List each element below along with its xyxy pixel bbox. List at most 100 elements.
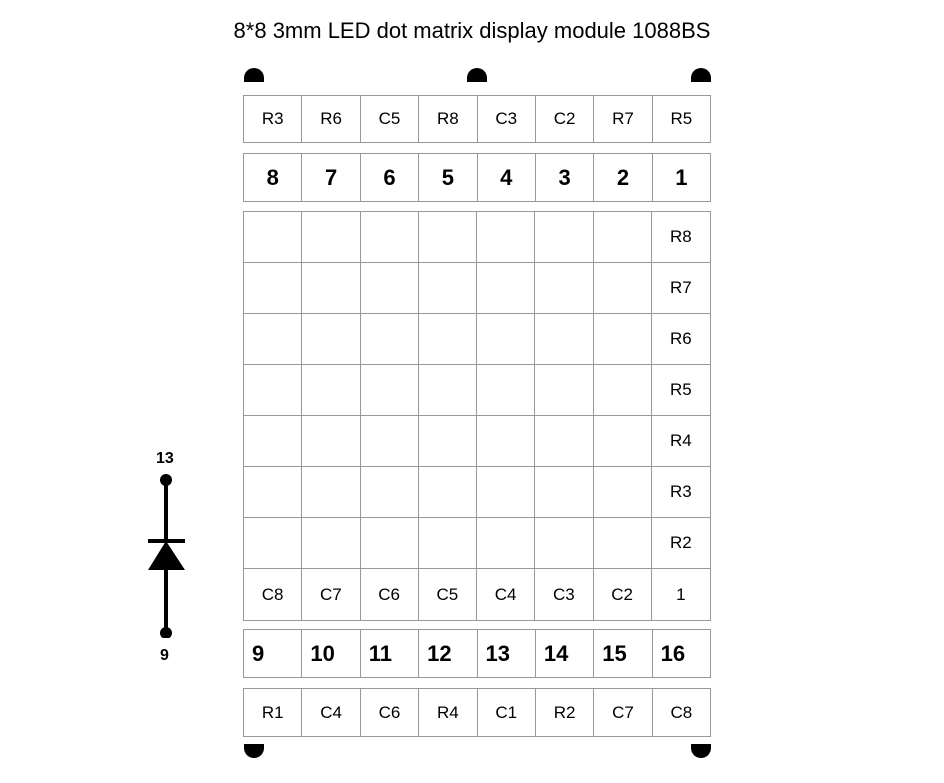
matrix-cell bbox=[418, 365, 477, 416]
top-function-cell: R7 bbox=[594, 96, 653, 142]
matrix-cell bbox=[535, 263, 594, 314]
diagram-title: 8*8 3mm LED dot matrix display module 10… bbox=[233, 18, 711, 43]
row-label: R3 bbox=[651, 467, 710, 518]
matrix-cell bbox=[360, 416, 419, 467]
row-label: R4 bbox=[651, 416, 710, 467]
top-pin-row: 8 7 6 5 4 3 2 1 bbox=[243, 153, 711, 202]
matrix-cell bbox=[477, 314, 536, 365]
column-label: C3 bbox=[535, 569, 594, 620]
matrix-cell bbox=[302, 467, 361, 518]
bottom-function-cell: C7 bbox=[594, 689, 653, 736]
bottom-function-row: R1 C4 C6 R4 C1 R2 C7 C8 bbox=[243, 688, 711, 737]
mounting-tab-top-right bbox=[691, 68, 711, 82]
matrix-cell bbox=[244, 467, 303, 518]
column-label: C2 bbox=[594, 569, 652, 620]
matrix-cell bbox=[418, 212, 477, 263]
top-function-cell: C2 bbox=[536, 96, 595, 142]
led-matrix-grid: R8 R7 R6 R5 R4 R3 R2 C8 C7 C6 C5 C4 C3 C… bbox=[243, 211, 711, 621]
top-function-cell: R3 bbox=[244, 96, 303, 142]
matrix-cell bbox=[477, 467, 536, 518]
column-label: C4 bbox=[477, 569, 536, 620]
matrix-cell bbox=[244, 365, 303, 416]
matrix-cell bbox=[593, 467, 652, 518]
top-function-cell: C5 bbox=[361, 96, 420, 142]
matrix-cell bbox=[418, 314, 477, 365]
bottom-pin-cell: 13 bbox=[478, 630, 536, 677]
top-pin-cell: 6 bbox=[361, 154, 420, 201]
matrix-cell bbox=[360, 212, 419, 263]
bottom-pin-cell: 14 bbox=[536, 630, 595, 677]
row-label: R2 bbox=[651, 518, 710, 569]
top-pin-cell: 5 bbox=[419, 154, 478, 201]
matrix-cell bbox=[535, 467, 594, 518]
mounting-tab-bottom-left bbox=[244, 744, 264, 758]
matrix-cell bbox=[360, 263, 419, 314]
top-pin-cell: 8 bbox=[244, 154, 303, 201]
diode-bottom-pin-label: 9 bbox=[160, 647, 169, 664]
matrix-cell bbox=[593, 416, 652, 467]
top-function-row: R3 R6 C5 R8 C3 C2 R7 R5 bbox=[243, 95, 711, 143]
matrix-cell bbox=[302, 416, 361, 467]
top-function-cell: R5 bbox=[670, 109, 693, 128]
top-function-cell: C3 bbox=[478, 96, 536, 142]
matrix-cell bbox=[477, 518, 536, 569]
matrix-cell bbox=[535, 365, 594, 416]
matrix-cell bbox=[477, 365, 536, 416]
bottom-pin-cell: 16 bbox=[660, 640, 686, 666]
matrix-cell bbox=[477, 416, 536, 467]
matrix-cell bbox=[302, 212, 361, 263]
top-pin-cell: 2 bbox=[594, 154, 653, 201]
matrix-cell bbox=[302, 518, 361, 569]
matrix-cell bbox=[244, 518, 303, 569]
top-function-cell: R6 bbox=[302, 96, 361, 142]
mounting-tab-top-left bbox=[244, 68, 264, 82]
matrix-cell bbox=[593, 263, 652, 314]
matrix-cell bbox=[302, 263, 361, 314]
row-label: R7 bbox=[651, 263, 710, 314]
bottom-function-cell: R4 bbox=[419, 689, 478, 736]
matrix-cell bbox=[302, 365, 361, 416]
bottom-function-cell: R1 bbox=[244, 689, 303, 736]
matrix-cell bbox=[535, 416, 594, 467]
top-pin-cell: 4 bbox=[478, 154, 536, 201]
matrix-cell bbox=[593, 212, 652, 263]
bottom-function-cell: C8 bbox=[670, 702, 693, 722]
mounting-tab-top-center bbox=[467, 68, 487, 82]
matrix-cell bbox=[360, 467, 419, 518]
matrix-cell bbox=[418, 467, 477, 518]
led-diode-icon bbox=[148, 474, 185, 638]
matrix-cell bbox=[360, 518, 419, 569]
matrix-cell bbox=[418, 416, 477, 467]
matrix-cell bbox=[593, 365, 652, 416]
top-function-cell: R8 bbox=[419, 96, 478, 142]
bottom-pin-cell: 15 bbox=[594, 630, 653, 677]
bottom-function-cell: C6 bbox=[361, 689, 420, 736]
matrix-cell bbox=[535, 518, 594, 569]
row-label: R5 bbox=[651, 365, 710, 416]
matrix-cell bbox=[418, 518, 477, 569]
bottom-pin-cell: 12 bbox=[419, 630, 478, 677]
column-label: 1 bbox=[676, 584, 686, 604]
matrix-cell bbox=[477, 263, 536, 314]
matrix-cell bbox=[535, 212, 594, 263]
matrix-cell bbox=[302, 314, 361, 365]
matrix-cell bbox=[360, 365, 419, 416]
row-label: R6 bbox=[651, 314, 710, 365]
column-label: C6 bbox=[361, 569, 419, 620]
column-label: C8 bbox=[244, 569, 303, 620]
matrix-cell bbox=[244, 263, 303, 314]
bottom-function-cell: C4 bbox=[302, 689, 361, 736]
bottom-function-cell: C1 bbox=[478, 689, 536, 736]
top-pin-cell: 1 bbox=[675, 164, 688, 190]
matrix-cell bbox=[593, 518, 652, 569]
row-label: R8 bbox=[651, 212, 710, 263]
matrix-cell bbox=[244, 212, 303, 263]
matrix-cell bbox=[593, 314, 652, 365]
bottom-pin-cell: 9 bbox=[244, 630, 303, 677]
diode-top-pin-label: 13 bbox=[156, 450, 174, 467]
bottom-pin-row: 9 10 11 12 13 14 15 16 bbox=[243, 629, 711, 678]
matrix-cell bbox=[244, 314, 303, 365]
matrix-cell bbox=[477, 212, 536, 263]
matrix-cell bbox=[535, 314, 594, 365]
matrix-cell bbox=[418, 263, 477, 314]
